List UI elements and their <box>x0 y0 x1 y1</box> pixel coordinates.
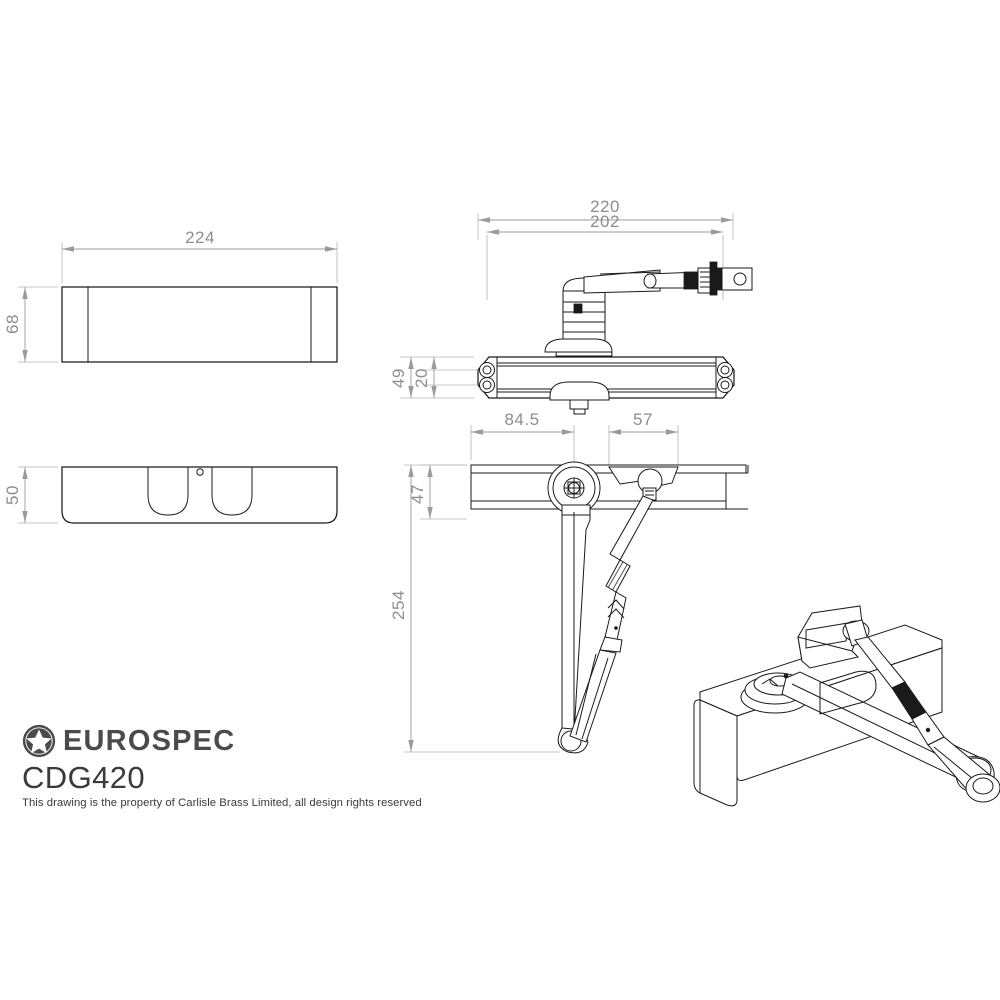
title-block: EUROSPEC CDG420 This drawing is the prop… <box>22 722 462 809</box>
view-top-left-body-plan: 224 68 <box>3 228 338 363</box>
star-in-circle-logo-icon <box>22 724 56 758</box>
dimension-68: 68 <box>3 314 22 334</box>
cover-cutout-iso <box>819 670 877 715</box>
view-mid-left-body-profile: 50 <box>3 466 338 524</box>
pinion-spindle-plan <box>547 461 601 515</box>
dimension-224: 224 <box>185 228 215 247</box>
view-top-right-front-elevation: 220 202 <box>389 197 753 415</box>
view-plan-arm-extended: 84.5 57 <box>389 410 749 754</box>
model-code: CDG420 <box>22 760 146 795</box>
dimension-220: 220 <box>590 197 620 216</box>
bracket-iso <box>797 605 870 669</box>
link-arm-iso <box>854 636 1000 803</box>
dimension-254: 254 <box>389 590 408 620</box>
dimension-49: 49 <box>389 368 408 388</box>
view-isometric-3d <box>693 605 1000 807</box>
dimension-57: 57 <box>633 410 653 429</box>
dimension-20: 20 <box>412 368 431 388</box>
dimension-84-5: 84.5 <box>504 410 539 429</box>
closer-body-plan <box>470 464 749 510</box>
closer-body-front <box>477 338 735 415</box>
bracket-plan <box>608 466 679 501</box>
dimension-202: 202 <box>590 212 620 231</box>
dimension-47: 47 <box>408 484 427 504</box>
copyright-notice: This drawing is the property of Carlisle… <box>22 796 422 809</box>
brand-row: EUROSPEC <box>22 722 462 760</box>
dimension-50: 50 <box>3 485 22 505</box>
brand-name: EUROSPEC <box>63 724 236 757</box>
link-arm-plan <box>569 495 654 743</box>
